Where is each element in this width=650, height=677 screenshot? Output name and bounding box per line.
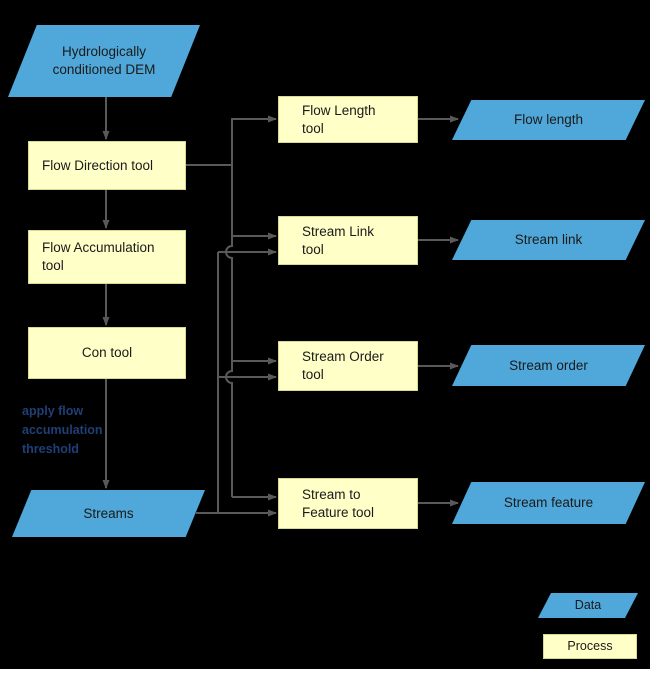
legend-data-shape: Data [538, 593, 638, 618]
node-stream-order-tool-label: Stream Order tool [302, 349, 384, 382]
node-stream-link-tool-label: Stream Link tool [302, 223, 375, 257]
node-flow-accumulation-tool: Flow Accumulation tool [28, 230, 186, 284]
node-stream-feature-label: Stream feature [503, 495, 594, 511]
node-streams: Streams [12, 490, 205, 537]
node-stream-link: Stream link [452, 220, 645, 260]
node-stream-order-tool: Stream Order tool [278, 341, 418, 391]
node-stream-link-label: Stream link [514, 232, 583, 248]
node-dem: Hydrologically conditioned DEM [8, 25, 200, 97]
connector-flow-direction-to-flow-length-tool [231, 115, 277, 165]
legend-process-label: Process [567, 639, 613, 654]
threshold-annotation: apply flow accumulation threshold [22, 404, 103, 456]
node-streams-label: Streams [83, 505, 134, 521]
legend-process-shape: Process [543, 634, 637, 659]
node-stream-order-label: Stream order [509, 357, 588, 373]
node-flow-length-label: Flow length [513, 112, 584, 128]
legend-data-label: Data [574, 598, 602, 613]
node-flow-accumulation-tool-label: Flow Accumulation tool [42, 240, 155, 273]
node-stream-to-feature-tool: Stream to Feature tool [278, 478, 418, 529]
node-flow-length: Flow length [452, 100, 645, 140]
node-flow-direction-tool: Flow Direction tool [28, 141, 186, 190]
node-stream-link-tool: Stream Link tool [278, 216, 418, 265]
node-stream-order: Stream order [452, 345, 645, 386]
page-bottom-edge [0, 669, 650, 677]
node-dem-label: Hydrologically conditioned DEM [52, 44, 156, 77]
node-stream-feature: Stream feature [452, 482, 645, 524]
node-flow-length-tool-label: Flow Length tool [302, 102, 376, 136]
node-con-tool: Con tool [28, 327, 186, 379]
connector-flow-direction-trunk [225, 165, 233, 497]
node-flow-length-tool: Flow Length tool [278, 96, 418, 143]
node-stream-to-feature-tool-label: Stream to Feature tool [302, 486, 375, 520]
node-flow-direction-tool-label: Flow Direction tool [42, 157, 154, 173]
node-con-tool-label: Con tool [81, 345, 133, 361]
